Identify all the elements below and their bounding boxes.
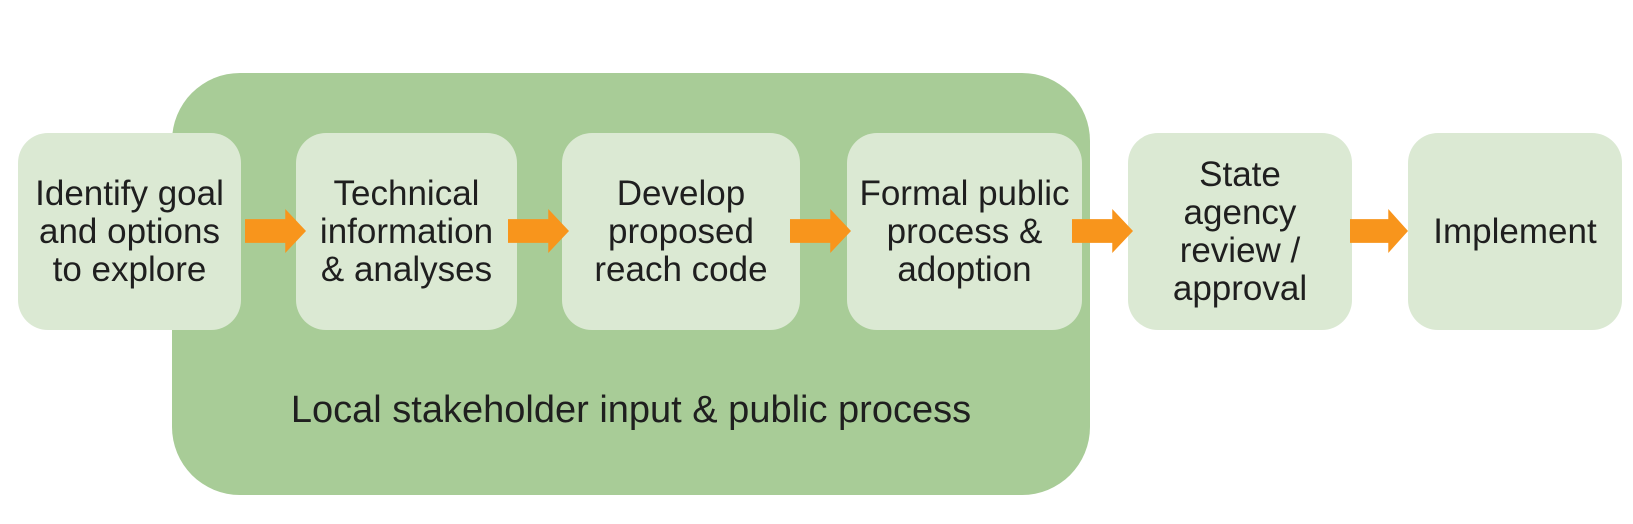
step-box-formal-public-process: Formal public process & adoption [847,133,1082,330]
step-box-technical-information: Technical information & analyses [296,133,517,330]
step-box-state-agency-review: State agency review / approval [1128,133,1352,330]
step-box-develop-reach-code: Develop proposed reach code [562,133,800,330]
step-label: Identify goal and options to explore [35,173,224,289]
step-label: Technical information & analyses [319,173,494,289]
step-box-identify-goal: Identify goal and options to explore [18,133,241,330]
right-arrow-icon [1350,209,1408,253]
step-label: Implement [1433,211,1597,251]
step-box-implement: Implement [1408,133,1622,330]
step-label: Formal public process & adoption [859,173,1070,289]
step-label: Develop proposed reach code [594,173,768,289]
step-label: State agency review / approval [1172,154,1308,308]
container-label: Local stakeholder input & public process [290,389,972,431]
